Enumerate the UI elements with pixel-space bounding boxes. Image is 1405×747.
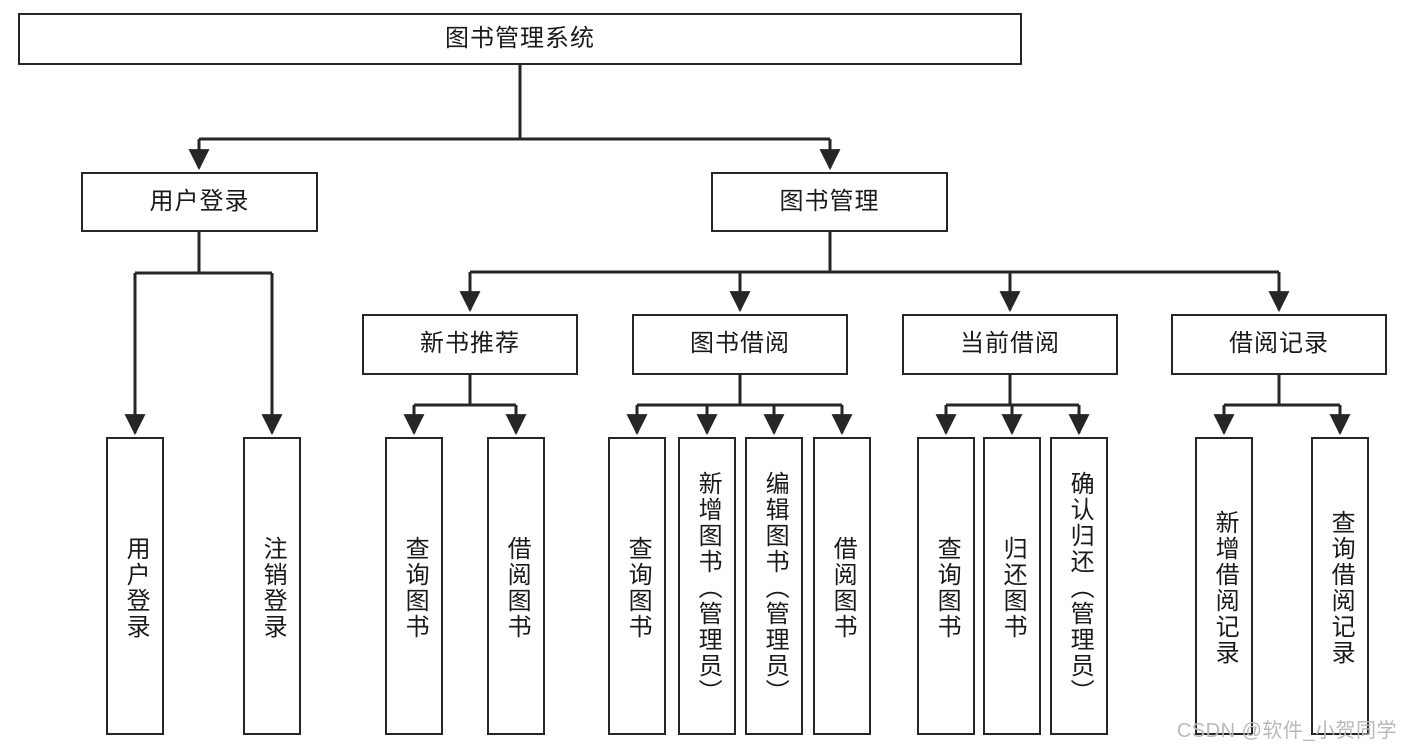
node-book-manage[interactable]: 图书管理 bbox=[711, 172, 948, 232]
leaf-node[interactable]: 新增图书（管理员） bbox=[678, 437, 736, 735]
node-user-login[interactable]: 用户登录 bbox=[81, 172, 318, 232]
node-borrow-record[interactable]: 借阅记录 bbox=[1171, 314, 1387, 375]
leaf-node-label: 借阅图书 bbox=[503, 536, 531, 640]
node-root[interactable]: 图书管理系统 bbox=[18, 13, 1022, 65]
leaf-node-label: 查询借阅记录 bbox=[1327, 510, 1355, 666]
leaf-node-label: 归还图书 bbox=[999, 536, 1027, 640]
leaf-node-label: 编辑图书（管理员） bbox=[761, 471, 789, 705]
node-book-borrow-label: 图书借阅 bbox=[690, 330, 790, 358]
leaf-node[interactable]: 编辑图书（管理员） bbox=[745, 437, 803, 735]
leaf-node-label: 查询图书 bbox=[933, 536, 961, 640]
leaf-node-label: 新增借阅记录 bbox=[1211, 510, 1239, 666]
csdn-watermark: CSDN @软件_小贺同学 bbox=[1176, 720, 1397, 742]
leaf-node-label: 查询图书 bbox=[624, 536, 652, 640]
leaf-node-label: 查询图书 bbox=[401, 536, 429, 640]
leaf-node[interactable]: 借阅图书 bbox=[487, 437, 545, 735]
node-new-book-recommend-label: 新书推荐 bbox=[420, 330, 520, 358]
leaf-node-label: 注销登录 bbox=[259, 536, 287, 640]
node-book-manage-label: 图书管理 bbox=[779, 187, 880, 215]
node-book-borrow[interactable]: 图书借阅 bbox=[632, 314, 848, 375]
leaf-node[interactable]: 用户登录 bbox=[106, 437, 164, 735]
node-new-book-recommend[interactable]: 新书推荐 bbox=[362, 314, 578, 375]
node-current-borrow-label: 当前借阅 bbox=[960, 330, 1060, 358]
node-borrow-record-label: 借阅记录 bbox=[1229, 330, 1329, 358]
leaf-node[interactable]: 注销登录 bbox=[243, 437, 301, 735]
leaf-node-label: 确认归还（管理员） bbox=[1066, 471, 1094, 705]
leaf-node[interactable]: 借阅图书 bbox=[813, 437, 871, 735]
leaf-node-label: 新增图书（管理员） bbox=[694, 471, 722, 705]
node-root-label: 图书管理系统 bbox=[445, 24, 595, 52]
leaf-node[interactable]: 查询图书 bbox=[385, 437, 443, 735]
leaf-node-label: 借阅图书 bbox=[829, 536, 857, 640]
leaf-node[interactable]: 归还图书 bbox=[983, 437, 1041, 735]
node-user-login-label: 用户登录 bbox=[149, 187, 250, 215]
leaf-node[interactable]: 查询借阅记录 bbox=[1311, 437, 1369, 735]
leaf-node-label: 用户登录 bbox=[122, 536, 150, 640]
node-current-borrow[interactable]: 当前借阅 bbox=[902, 314, 1118, 375]
leaf-node[interactable]: 新增借阅记录 bbox=[1195, 437, 1253, 735]
leaf-node[interactable]: 查询图书 bbox=[917, 437, 975, 735]
leaf-node[interactable]: 查询图书 bbox=[608, 437, 666, 735]
leaf-node[interactable]: 确认归还（管理员） bbox=[1050, 437, 1108, 735]
